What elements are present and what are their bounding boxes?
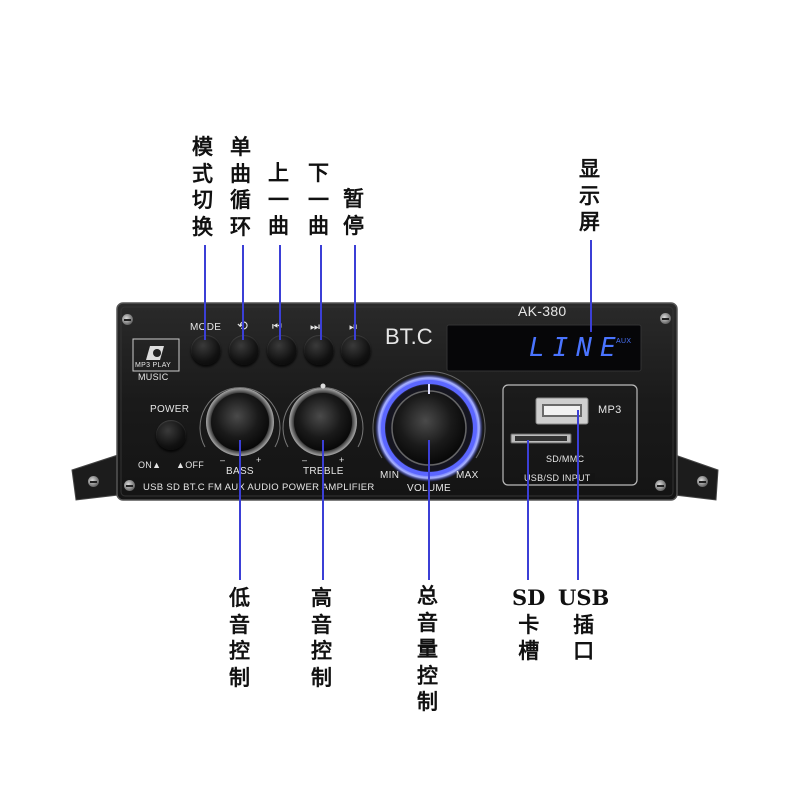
pointer-line-mode <box>204 245 206 340</box>
label-pause: 暂停 <box>343 186 364 238</box>
screw-icon <box>655 480 666 491</box>
label-display: 显示屏 <box>579 156 600 234</box>
screw-icon <box>124 480 135 491</box>
pause-button[interactable] <box>341 335 371 365</box>
pointer-line-loop <box>242 245 244 340</box>
pointer-line-next <box>320 245 322 340</box>
brand-label: BT.C <box>385 324 433 349</box>
badge-line-2: MUSIC <box>138 372 169 382</box>
label-previous: 上一曲 <box>268 160 289 238</box>
treble-minus: – <box>302 455 308 465</box>
pointer-line-volume <box>428 440 430 580</box>
pointer-line-sd <box>527 440 529 580</box>
label-single-loop: 单曲循环 <box>230 134 251 239</box>
treble-plus: + <box>339 455 345 465</box>
pointer-line-pause <box>354 245 356 340</box>
previous-button[interactable] <box>267 335 297 365</box>
on-label: ON▲ <box>138 460 162 470</box>
screw-icon <box>122 314 133 325</box>
label-treble-control: 高音控制 <box>311 585 332 690</box>
off-label: ▲OFF <box>176 460 205 470</box>
screw-icon <box>660 313 671 324</box>
pointer-line-display <box>590 240 592 332</box>
panel-bottom-text: USB SD BT.C FM AUX AUDIO POWER AMPLIFIER <box>143 482 375 493</box>
label-mode-switch: 模式切换 <box>192 134 213 239</box>
next-button[interactable] <box>304 335 334 365</box>
mode-button[interactable] <box>191 335 221 365</box>
pointer-line-bass <box>239 440 241 580</box>
pointer-line-previous <box>279 245 281 340</box>
play-pause-icon: ⏯ <box>349 321 358 334</box>
bass-minus: – <box>220 455 226 465</box>
label-volume-control: 总音量控制 <box>417 583 438 714</box>
screw-icon <box>88 476 99 487</box>
display-aux-text: AUX <box>616 338 632 345</box>
previous-icon: ⏮ <box>272 321 283 333</box>
screw-icon <box>697 476 708 487</box>
model-label: AK-380 <box>518 303 567 319</box>
pointer-line-usb <box>577 410 579 580</box>
volume-min-label: MIN <box>380 470 400 481</box>
next-icon: ⏭ <box>310 321 321 333</box>
power-button[interactable] <box>156 420 186 450</box>
bass-plus: + <box>256 455 262 465</box>
display-text: LINE <box>529 333 624 363</box>
loop-button[interactable] <box>229 335 259 365</box>
pointer-line-treble <box>322 440 324 580</box>
mp3-label: MP3 <box>598 404 622 416</box>
volume-max-label: MAX <box>456 470 479 481</box>
power-label: POWER <box>150 404 190 415</box>
sdmmc-label: SD/MMC <box>546 454 585 464</box>
label-bass-control: 低音控制 <box>229 585 250 690</box>
label-next: 下一曲 <box>308 160 329 238</box>
badge-line-1: MP3 PLAY <box>135 362 172 369</box>
usb-sd-input-label: USB/SD INPUT <box>520 473 595 483</box>
